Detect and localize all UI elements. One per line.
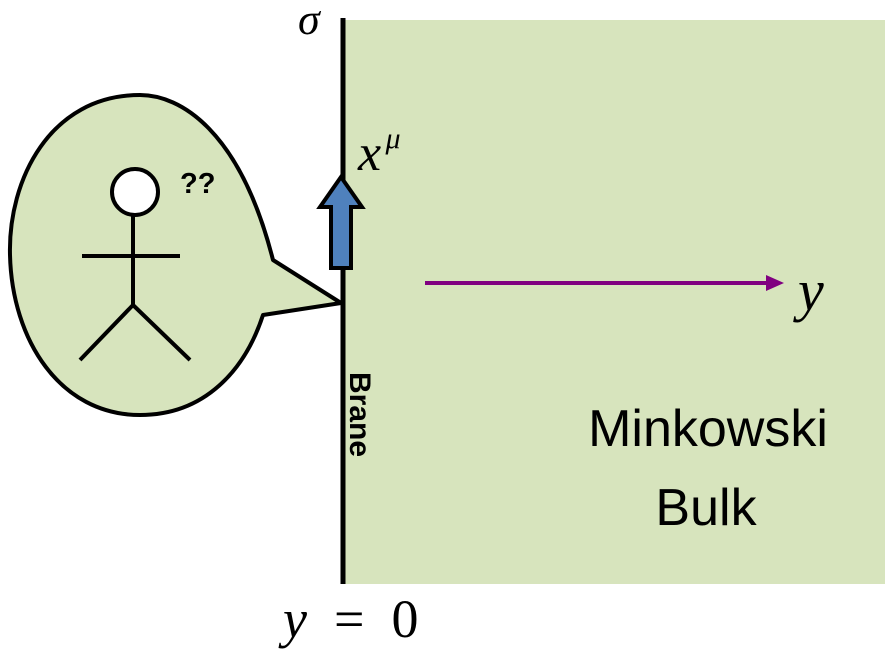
bulk-label-line2: Bulk (655, 479, 757, 537)
stick-figure-icon (78, 167, 192, 362)
brane-label: Brane (343, 372, 376, 457)
brane-position-op: = (334, 589, 364, 649)
arrow-right-icon (425, 275, 784, 291)
bulk-label-line1: Minkowski (588, 400, 828, 458)
arrow-up-icon (316, 173, 366, 270)
stick-figure-left-leg (78, 303, 135, 362)
x-mu-label: x μ (357, 122, 401, 182)
thought-text: ?? (180, 168, 215, 200)
x-mu-superscript: μ (385, 122, 401, 155)
y-arrow-head (766, 275, 784, 291)
bulk-region (343, 20, 885, 584)
y-axis-label: y (793, 258, 824, 323)
x-mu-base: x (357, 125, 381, 182)
brane-position-lhs: y (278, 589, 307, 649)
sigma-label: σ (298, 0, 322, 44)
brane-position-rhs: 0 (391, 589, 418, 649)
stick-figure-right-leg (131, 303, 192, 362)
brane-position-label: y = 0 (278, 589, 418, 649)
stick-figure-head (110, 167, 160, 217)
